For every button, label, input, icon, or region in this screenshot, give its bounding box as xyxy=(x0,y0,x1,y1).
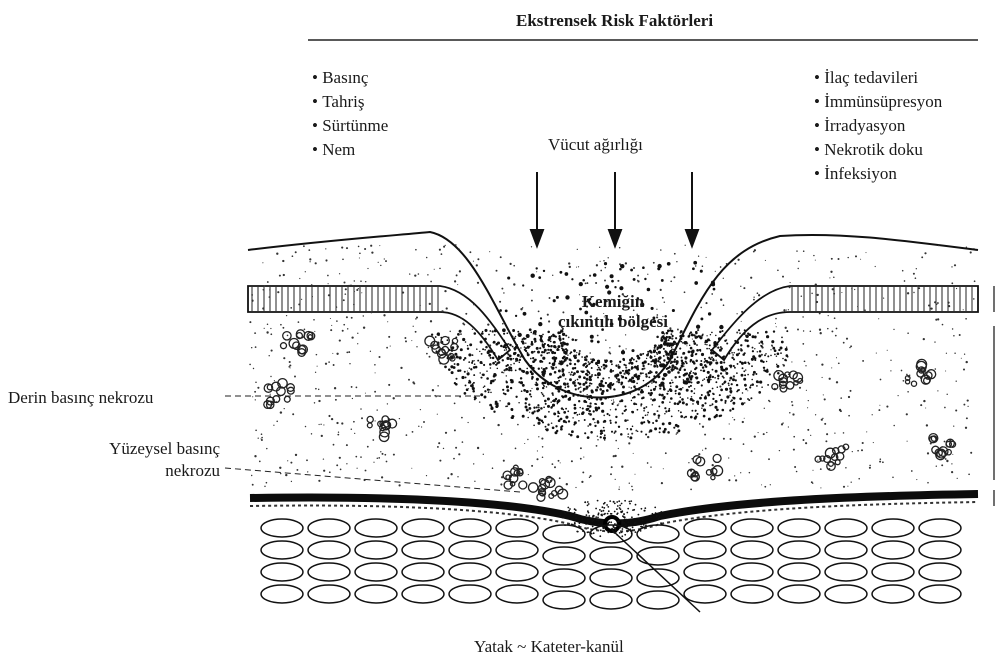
right-factor-item: İrradyasyon xyxy=(814,114,942,138)
epidermis-band-right xyxy=(712,286,978,360)
body-weight-arrows xyxy=(531,172,698,246)
superficial-necrosis-label-line2: nekrozu xyxy=(40,462,220,479)
right-factor-item: İlaç tedavileri xyxy=(814,66,942,90)
right-factor-item: İmmünsüpresyon xyxy=(814,90,942,114)
bottom-caption: Yatak ~ Kateter-kanül xyxy=(474,638,624,655)
bony-prominence-label: Kemiğin çıkıntılı bölgesi xyxy=(508,292,718,332)
left-factor-item: Basınç xyxy=(312,66,388,90)
left-factor-list: Basınç Tahriş Sürtünme Nem xyxy=(312,66,388,162)
bony-prominence-label-line2: çıkıntılı bölgesi xyxy=(508,312,718,332)
right-factor-item: İnfeksiyon xyxy=(814,162,942,186)
deep-necrosis-label: Derin basınç nekrozu xyxy=(8,389,153,406)
superficial-necrosis-label: Yüzeysel basınç nekrozu xyxy=(40,440,220,479)
body-weight-label: Vücut ağırlığı xyxy=(548,136,643,153)
left-factor-item: Nem xyxy=(312,138,388,162)
right-factor-list: İlaç tedavileri İmmünsüpresyon İrradyasy… xyxy=(814,66,942,186)
diagram-title: Ekstrensek Risk Faktörleri xyxy=(516,12,713,29)
bony-prominence-label-line1: Kemiğin xyxy=(508,292,718,312)
right-factor-item: Nekrotik doku xyxy=(814,138,942,162)
left-factor-item: Sürtünme xyxy=(312,114,388,138)
superficial-necrosis-label-line1: Yüzeysel basınç xyxy=(40,440,220,457)
superficial-necrosis-line xyxy=(225,468,520,492)
epidermis-band-left xyxy=(248,286,510,360)
left-factor-item: Tahriş xyxy=(312,90,388,114)
